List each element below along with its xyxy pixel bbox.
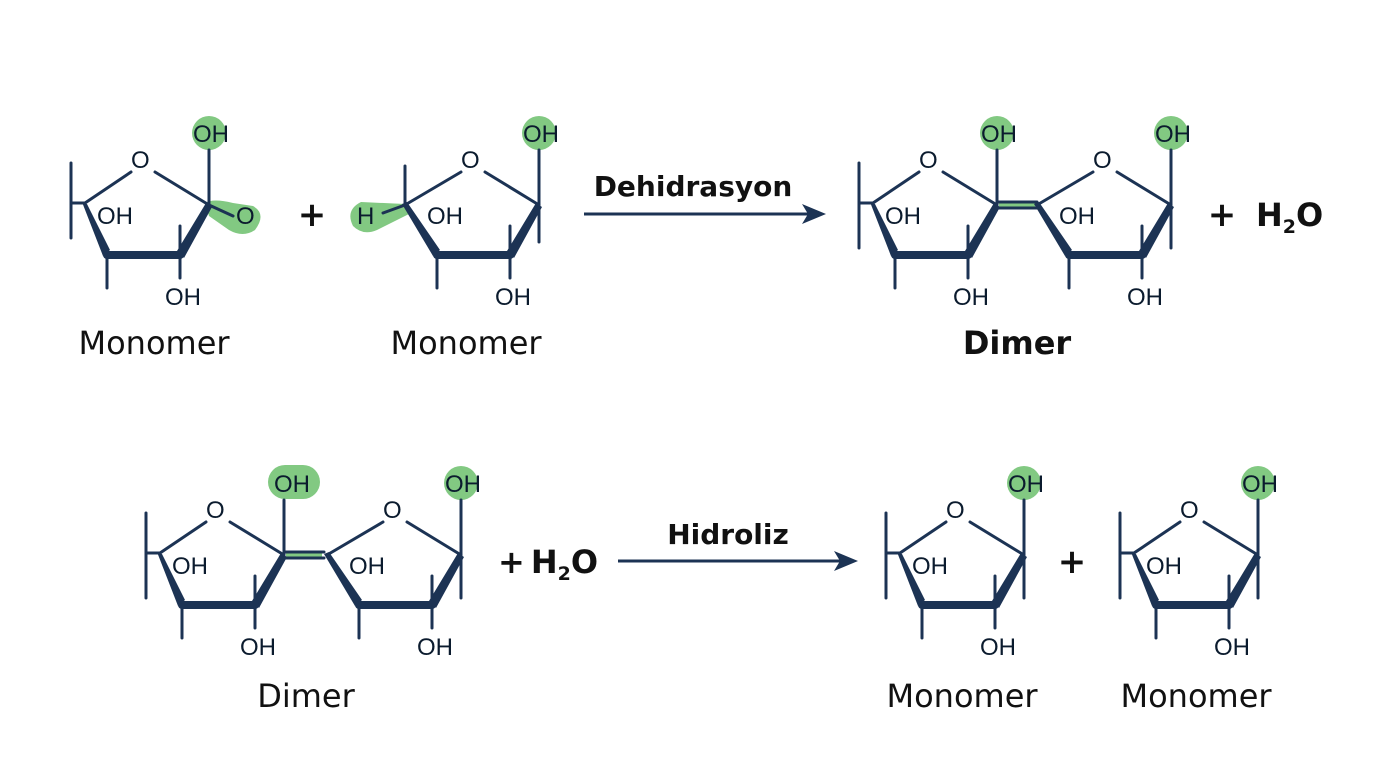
hydroxyl-text: OH — [1059, 203, 1095, 230]
hydroxyl-text: OH — [193, 121, 229, 148]
hydroxyl-text: OH — [953, 284, 989, 311]
hydrogen-text: H — [357, 203, 374, 230]
hydroxyl-text: OH — [1242, 471, 1278, 498]
monomer-1-structure: O OH OH OH O — [69, 116, 261, 311]
ring-oxygen-text: O — [131, 147, 150, 174]
hydroxyl-text: OH — [495, 284, 531, 311]
highlight-hydroxyl — [444, 466, 478, 500]
hydrolysis-label: Hidroliz — [667, 518, 789, 551]
hydroxyl-text: OH — [274, 471, 310, 498]
ring-oxygen-text: O — [206, 497, 225, 524]
hydroxyl-text: OH — [1155, 121, 1191, 148]
highlight-hydroxyl — [522, 116, 556, 150]
glycosidic-oxygen-text: O — [236, 203, 255, 230]
plus-symbol: + — [1208, 195, 1237, 235]
hydroxyl-text: OH — [97, 203, 133, 230]
hydroxyl-text: OH — [240, 634, 276, 661]
dimer-top-label: Dimer — [963, 324, 1072, 362]
highlight-hydroxyl — [1154, 116, 1188, 150]
dimer-top-structure-right: O OH OH OH — [1034, 116, 1191, 311]
hydrolysis-arrow-head — [834, 551, 858, 571]
ring-oxygen-text: O — [383, 497, 402, 524]
hydroxyl-text: OH — [172, 553, 208, 580]
hydroxyl-text: OH — [1127, 284, 1163, 311]
dehydration-label: Dehidrasyon — [594, 170, 793, 203]
hydroxyl-text: OH — [523, 121, 559, 148]
monomer-4-structure: O OH OH OH — [1118, 466, 1278, 661]
highlight-hydroxyl — [980, 116, 1014, 150]
ring-oxygen-text: O — [946, 497, 965, 524]
ring-oxygen-text: O — [1093, 147, 1112, 174]
monomer-1-label: Monomer — [78, 324, 230, 362]
plus-symbol: + — [298, 195, 327, 235]
highlight-hydroxyl — [1241, 466, 1275, 500]
ring-oxygen-text: O — [919, 147, 938, 174]
hydroxyl-text: OH — [885, 203, 921, 230]
water-product: H2O — [1256, 196, 1323, 238]
plus-symbol: + — [1058, 542, 1087, 582]
dehydration-arrow-head — [802, 204, 826, 224]
dimer-bottom-structure: O OH OH OH — [144, 465, 326, 661]
monomer-3-label: Monomer — [886, 677, 1038, 715]
hydroxyl-text: OH — [1008, 471, 1044, 498]
water-reactant: +H2O — [498, 543, 598, 585]
dimer-top-structure: O OH OH OH — [857, 116, 1039, 311]
highlight-hydroxyl — [1007, 466, 1041, 500]
hydroxyl-text: OH — [1146, 553, 1182, 580]
hydroxyl-text: OH — [1214, 634, 1250, 661]
monomer-3-structure: O OH OH OH — [884, 466, 1044, 661]
highlight-hydroxyl — [192, 116, 226, 150]
ring-oxygen-text: O — [1180, 497, 1199, 524]
hydroxyl-text: OH — [349, 553, 385, 580]
monomer-4-label: Monomer — [1120, 677, 1272, 715]
hydroxyl-text: OH — [445, 471, 481, 498]
hydroxyl-text: OH — [417, 634, 453, 661]
highlight-hydroxyl — [268, 465, 320, 499]
monomer-2-label: Monomer — [390, 324, 542, 362]
hydroxyl-text: OH — [981, 121, 1017, 148]
hydroxyl-text: OH — [165, 284, 201, 311]
hydroxyl-text: OH — [980, 634, 1016, 661]
hydroxyl-text: OH — [427, 203, 463, 230]
dimer-bottom-label: Dimer — [257, 677, 355, 715]
monomer-2-structure: O OH OH OH H — [350, 116, 559, 311]
ring-oxygen-text: O — [461, 147, 480, 174]
hydroxyl-text: OH — [912, 553, 948, 580]
dimer-bottom-structure-right: O OH OH OH — [324, 466, 481, 661]
